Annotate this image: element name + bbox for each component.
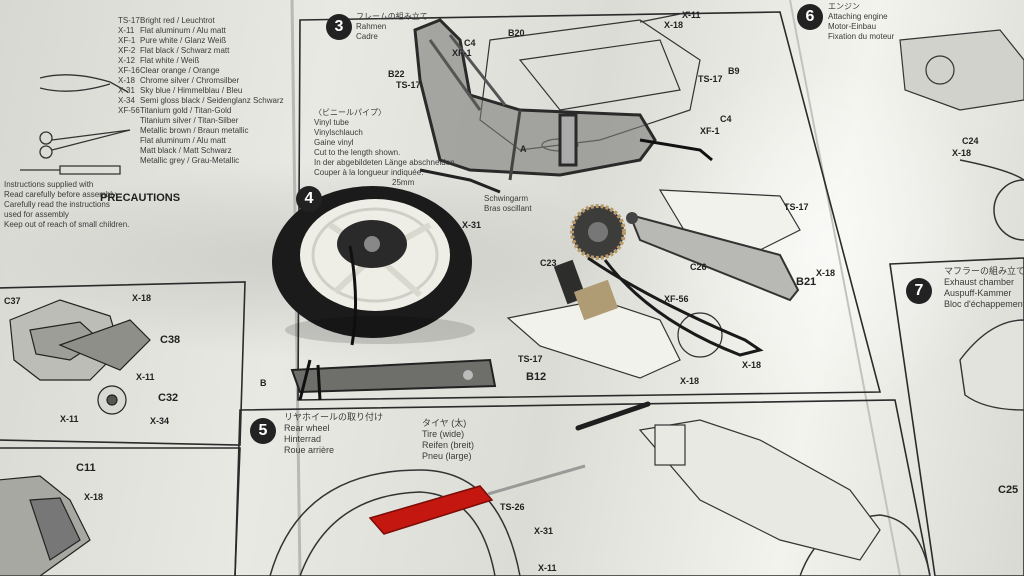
part-x18-a: X-18 xyxy=(132,293,152,303)
step5-number: 5 xyxy=(250,418,276,444)
step3-part-b22: B22 xyxy=(388,69,405,79)
step6-wheel-diagram xyxy=(959,159,1024,241)
step3-part-x11: X-11 xyxy=(682,10,701,20)
step7-panel-outline xyxy=(889,257,1024,576)
step3-part-xf1-b: XF-1 xyxy=(700,126,720,136)
engine-part-drawing xyxy=(9,299,151,415)
vinyl-tube-note: 〈ビニールパイプ〉 Vinyl tube Vinylschlauch Gaine… xyxy=(314,108,457,177)
precautions-title: PRECAUTIONS xyxy=(100,192,181,204)
model-swingarm-right xyxy=(626,212,800,302)
step6-part-x18: X-18 xyxy=(952,148,972,158)
step3-part-ts17-b: TS-17 xyxy=(698,74,723,84)
step6-number: 6 xyxy=(797,4,823,30)
step5-title: リヤホイールの取り付け Rear wheel Hinterrad Roue ar… xyxy=(284,412,384,455)
step3-title: フレームの組み立て Rahmen Cadre xyxy=(356,12,428,41)
part-c11: C11 xyxy=(76,462,96,474)
tool-drawings xyxy=(20,74,131,175)
step3-part-c4: C4 xyxy=(464,38,476,48)
step4-part-x31: X-31 xyxy=(462,220,482,230)
wheel-shadow xyxy=(285,316,475,344)
step4-part-b12: B12 xyxy=(526,371,547,383)
model-frame xyxy=(413,18,713,194)
step5-part-ts26: TS-26 xyxy=(500,502,525,512)
vinyl-scale: 25mm xyxy=(392,178,415,187)
exhaust-diagram xyxy=(959,319,1024,411)
model-sprocket-chain xyxy=(570,204,764,357)
step4-title: Schwingarm Bras oscillant xyxy=(484,194,532,213)
step3-number: 3 xyxy=(326,14,352,40)
left-panel-upper-outline xyxy=(0,281,246,446)
step4-part-c26: C26 xyxy=(690,262,707,272)
lower-part-drawing xyxy=(0,475,91,576)
color-list: Bright red / Leuchtrot Flat aluminum / A… xyxy=(140,16,284,165)
step3-part-c4-b: C4 xyxy=(720,114,732,124)
step3-part-x18: X-18 xyxy=(664,20,684,30)
precautions-text: Instructions supplied with Read carefull… xyxy=(4,180,130,229)
left-panel-lower-outline xyxy=(0,447,241,576)
marker-b: B xyxy=(260,378,267,388)
part-x34: X-34 xyxy=(150,416,170,426)
part-x11-a: X-11 xyxy=(136,372,155,382)
step4-part-c23: C23 xyxy=(540,258,557,268)
step4-number: 4 xyxy=(296,186,322,212)
step5-part-x11: X-11 xyxy=(538,563,557,573)
part-c38: C38 xyxy=(160,334,181,346)
screwdriver xyxy=(368,464,586,535)
part-c25: C25 xyxy=(998,484,1019,496)
part-x11-b: X-11 xyxy=(60,414,79,424)
step7-number: 7 xyxy=(906,278,932,304)
step3-part-b9: B9 xyxy=(728,66,740,76)
step6-title: エンジン Attaching engine Motor-Einbau Fixat… xyxy=(828,2,895,41)
step4-part-x18-a: X-18 xyxy=(816,268,836,278)
step5-part-x31: X-31 xyxy=(534,526,554,536)
step4-part-x18-b: X-18 xyxy=(680,376,700,386)
step3-part-b20: B20 xyxy=(508,28,525,38)
engine-diagram xyxy=(899,29,1024,111)
suspension-diagram xyxy=(638,419,881,561)
step4-part-b21: B21 xyxy=(796,276,817,288)
part-c32: C32 xyxy=(158,392,179,404)
part-x18-b: X-18 xyxy=(84,492,104,502)
step7-title: マフラーの組み立て Exhaust chamber Auspuff-Kammer… xyxy=(944,266,1024,309)
step4-part-xf56: XF-56 xyxy=(664,294,689,304)
step4-part-ts17-a: TS-17 xyxy=(784,202,809,212)
step6-part-c24: C24 xyxy=(962,136,979,146)
step3-part-ts17-a: TS-17 xyxy=(396,80,421,90)
model-swingarm-loose xyxy=(290,358,497,401)
model-rear-wheel xyxy=(272,186,472,346)
step4-part-x18-c: X-18 xyxy=(742,360,762,370)
page-fold-right xyxy=(789,0,901,576)
step4-part-ts17-b: TS-17 xyxy=(518,354,543,364)
step3-part-xf1: XF-1 xyxy=(452,48,472,58)
marker-a: A xyxy=(520,144,527,154)
model-shock-absorber xyxy=(553,259,619,321)
part-c37: C37 xyxy=(4,296,21,306)
tire-label: タイヤ (太) Tire (wide) Reifen (breit) Pneu … xyxy=(422,418,475,461)
model-rod xyxy=(575,401,651,431)
